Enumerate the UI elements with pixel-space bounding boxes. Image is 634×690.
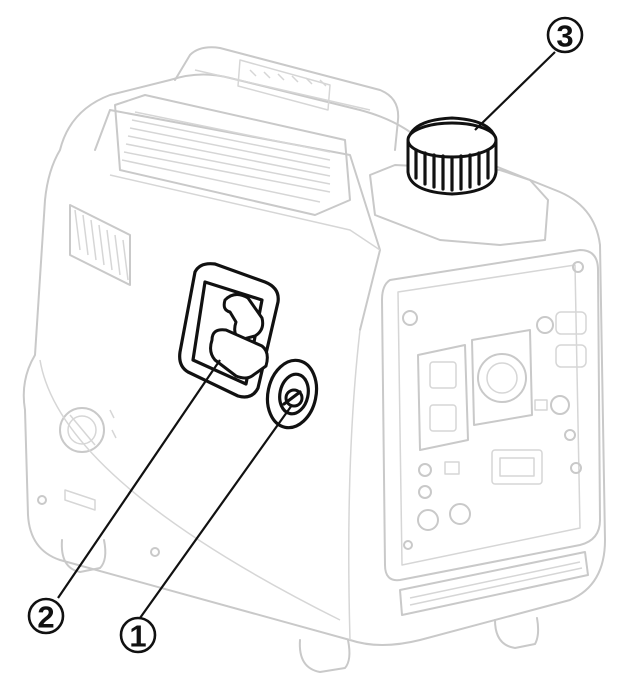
leader-line-2	[57, 359, 221, 599]
fuel-valve-knob	[265, 358, 319, 430]
generator-body	[22, 46, 606, 673]
callout-1: 1	[119, 616, 157, 654]
leader-line-3	[474, 51, 556, 131]
callout-3: 3	[546, 16, 584, 54]
callout-2-label: 2	[37, 600, 54, 635]
leader-line-1	[139, 404, 293, 619]
recoil-start-handle	[178, 262, 280, 399]
fuel-cap	[369, 116, 549, 246]
callout-1-label: 1	[129, 619, 146, 654]
callout-2: 2	[27, 597, 65, 635]
callout-3-label: 3	[556, 19, 573, 54]
